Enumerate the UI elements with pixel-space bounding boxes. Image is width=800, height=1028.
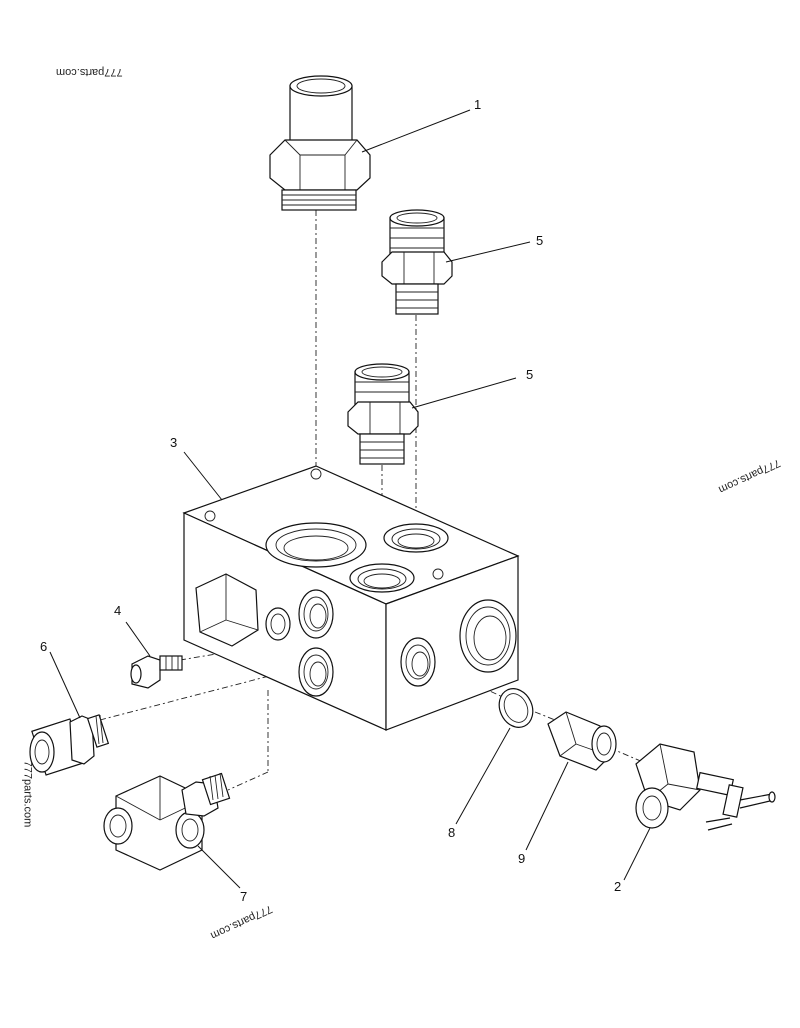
- part-2-drain-valve: [635, 743, 776, 831]
- part-8-o-ring: [498, 688, 534, 728]
- callout-5-upper: 5: [536, 233, 544, 248]
- part-3-valve-block: [182, 465, 520, 731]
- callout-4: 4: [114, 603, 122, 618]
- callout-2: 2: [614, 879, 622, 894]
- part-9-adapter: [547, 711, 617, 771]
- callout-3: 3: [170, 435, 178, 450]
- callout-6: 6: [40, 639, 48, 654]
- watermark-left: 777parts.com: [21, 760, 34, 828]
- callout-1: 1: [474, 97, 482, 112]
- part-1-hose-fitting: [269, 75, 371, 211]
- watermark-top-left: 777parts.com: [56, 66, 123, 78]
- part-7-elbow-connector: [103, 772, 231, 871]
- callout-9: 9: [518, 851, 526, 866]
- part-4-small-fitting: [130, 655, 183, 689]
- callout-5-lower: 5: [526, 367, 534, 382]
- callout-8: 8: [448, 825, 456, 840]
- part-5-lower-adapter: [347, 363, 419, 465]
- part-6-straight-connector: [29, 714, 110, 776]
- callout-7: 7: [240, 889, 248, 904]
- part-5-upper-adapter: [381, 209, 453, 315]
- callout-leader-lines: [49, 109, 651, 889]
